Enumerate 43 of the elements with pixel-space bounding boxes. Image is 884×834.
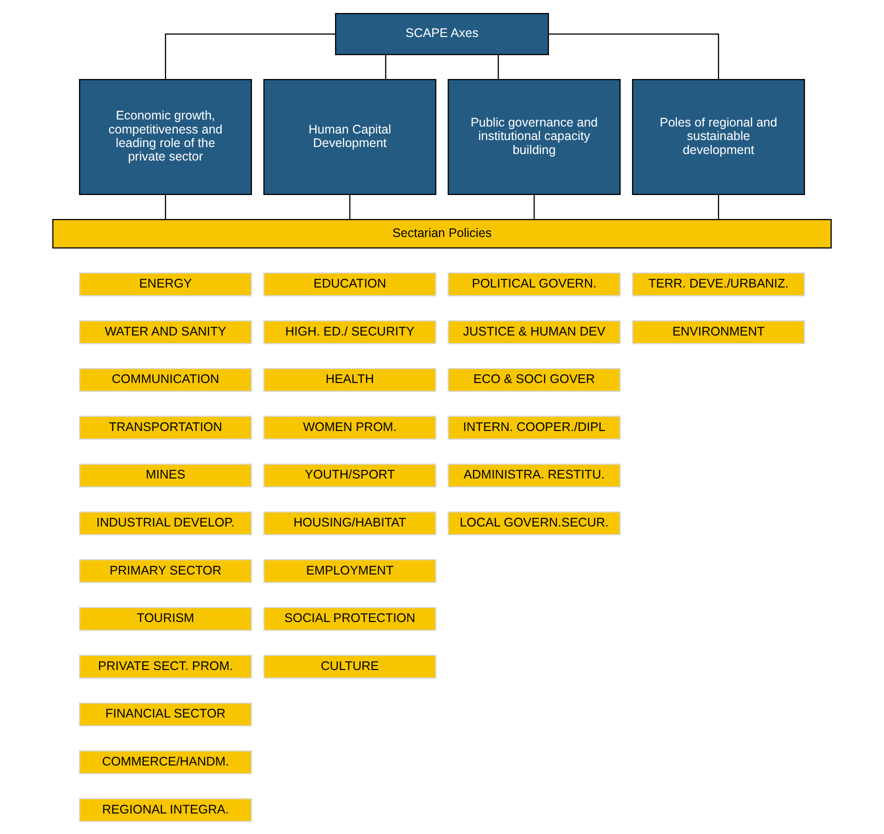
node-box: SOCIAL PROTECTION [263,606,436,630]
node-box: LOCAL GOVERN.SECUR. [448,510,621,535]
node-box: TRANSPORTATION [79,415,252,440]
connector [385,54,386,80]
node-box: WATER AND SANITY [79,320,252,344]
node-box: MINES [79,463,252,487]
connector [548,32,720,79]
node-box: Human Capital Development [263,78,436,195]
node-box: ENVIRONMENT [632,320,805,344]
node-box: TERR. DEVE./URBANIZ. [632,272,805,296]
node-box: PRIVATE SECT. PROM. [79,654,252,678]
node-box: JUSTICE & HUMAN DEV [448,320,621,344]
node-box: INTERN. COOPER./DIPL [448,415,621,440]
node-box: Poles of regional and sustainable development [632,78,805,195]
node-box: YOUTH/SPORT [263,463,436,487]
node-box: EDUCATION [263,272,436,296]
node-box: FINANCIAL SECTOR [79,702,252,726]
node-box: PRIMARY SECTOR [79,558,252,583]
node-box: POLITICAL GOVERN. [448,272,621,296]
node-box: HOUSING/HABITAT [263,510,436,535]
node-box: Economic growth, competitiveness and leading role of the private sector [79,78,252,195]
connector [349,194,350,219]
connector [164,32,336,79]
node-box: Public governance and institutional capacity building [448,78,621,195]
node-box: EMPLOYMENT [263,558,436,583]
node-box: INDUSTRIAL DEVELOP. [79,510,252,535]
connector [498,54,499,80]
node-box: ADMINISTRA. RESTITU. [448,463,621,487]
node-box: HIGH. ED./ SECURITY [263,320,436,344]
node-box: CULTURE [263,654,436,678]
connector [534,194,535,219]
node-box: HEALTH [263,368,436,392]
connector [164,194,166,219]
node-box: WOMEN PROM. [263,415,436,440]
node-box: ENERGY [79,272,252,296]
node-box: SCAPE Axes [335,12,549,55]
node-box: REGIONAL INTEGRA. [79,798,252,822]
node-box: COMMERCE/HANDM. [79,750,252,774]
node-box: COMMUNICATION [79,368,252,392]
node-box: TOURISM [79,606,252,630]
connector [718,194,720,219]
node-box: ECO & SOCI GOVER [448,368,621,392]
node-box: Sectarian Policies [52,218,832,248]
